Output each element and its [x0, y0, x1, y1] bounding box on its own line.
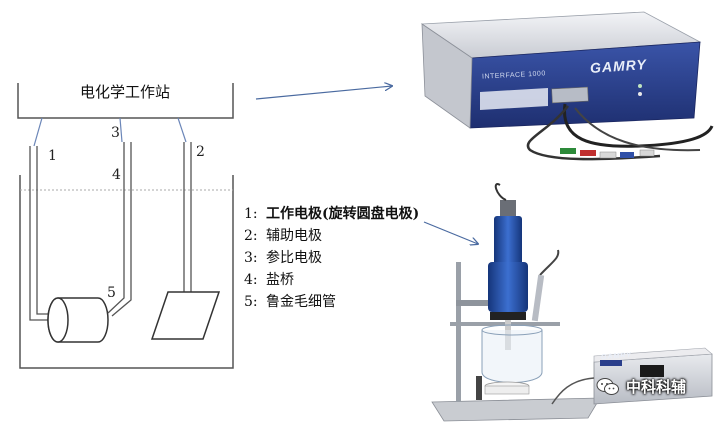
working-electrode-shaft — [29, 146, 50, 321]
counter-electrode-shaft — [183, 142, 192, 296]
legend-number: 2: — [244, 228, 258, 244]
legend-text: 辅助电极 — [266, 228, 322, 244]
legend-number: 3: — [244, 250, 258, 266]
legend-item-luggin-capillary: 5: 鲁金毛细管 — [244, 291, 419, 313]
legend-text: 鲁金毛细管 — [266, 294, 336, 310]
electrode-label-1: 1 — [48, 148, 57, 164]
wire-2 — [177, 117, 187, 143]
rde-setup-image — [431, 183, 713, 422]
electrode-label-5: 5 — [107, 285, 116, 301]
legend-item-working-electrode: 1: 工作电极(旋转圆盘电极) — [244, 203, 419, 225]
arrow-to-potentiostat — [255, 86, 392, 100]
watermark: 中科科辅 — [596, 376, 686, 397]
arrow-to-rde — [423, 221, 478, 244]
legend-item-counter-electrode: 2: 辅助电极 — [244, 225, 419, 247]
legend-number: 1: — [244, 206, 258, 222]
salt-bridge — [107, 142, 132, 317]
workstation-title: 电化学工作站 — [80, 83, 171, 101]
potentiostat-image — [420, 11, 714, 161]
legend-text: 盐桥 — [266, 272, 294, 288]
electrode-legend: 1: 工作电极(旋转圆盘电极) 2: 辅助电极 3: 参比电极 4: 盐桥 5:… — [244, 203, 419, 313]
wechat-icon — [596, 377, 619, 395]
legend-text: 工作电极(旋转圆盘电极) — [266, 206, 420, 222]
disk-face — [47, 297, 69, 343]
legend-text: 参比电极 — [266, 250, 322, 266]
legend-item-reference-electrode: 3: 参比电极 — [244, 247, 419, 269]
legend-number: 4: — [244, 272, 258, 288]
wire-3 — [119, 117, 123, 143]
counter-electrode-plate — [150, 291, 221, 340]
legend-item-salt-bridge: 4: 盐桥 — [244, 269, 419, 291]
workstation-box — [17, 83, 234, 119]
wire-1 — [33, 117, 43, 147]
watermark-text: 中科科辅 — [626, 378, 687, 396]
electrode-label-3: 3 — [111, 125, 120, 141]
electrode-label-4: 4 — [112, 167, 121, 183]
beaker — [19, 175, 234, 369]
electrode-label-2: 2 — [196, 144, 205, 160]
legend-number: 5: — [244, 294, 258, 310]
